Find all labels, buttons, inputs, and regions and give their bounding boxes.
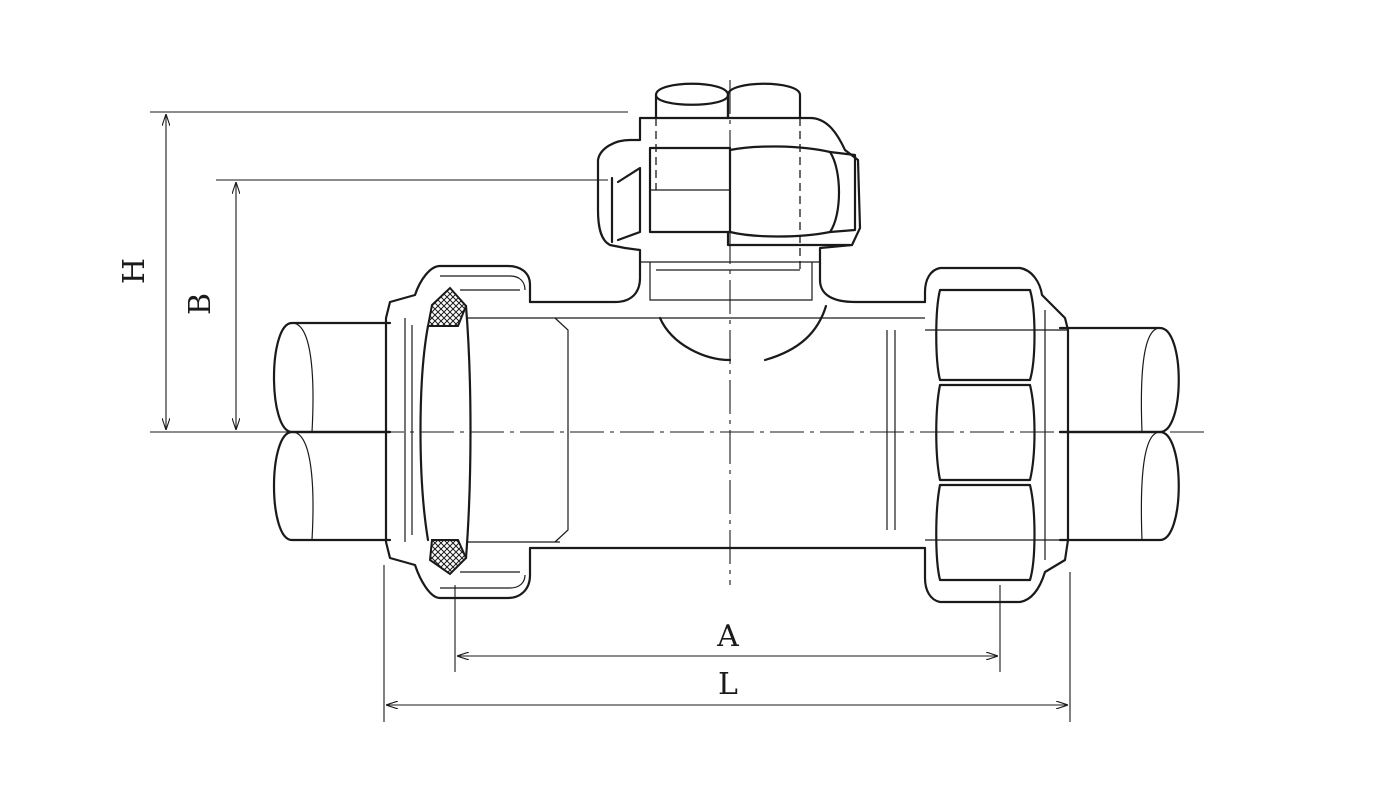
right-pipe [1058,326,1180,542]
left-pipe [273,321,392,542]
branch-nut [596,116,862,271]
dimension-l: L [383,565,1071,722]
dimension-label-a: A [716,619,739,654]
dimension-label-l: L [718,667,738,702]
top-pipe [654,82,802,120]
left-compression-nut [384,264,532,600]
dimension-b: B [183,179,608,430]
tee-body [468,260,927,550]
dimension-label-h: H [117,258,152,284]
left-seal-ring-top [426,286,468,327]
dimension-a: A [454,585,1001,672]
left-seal-ring-bottom [428,539,468,576]
right-compression-nut [923,266,1070,604]
dimension-h: H [117,111,628,433]
dimension-label-b: B [183,293,218,315]
